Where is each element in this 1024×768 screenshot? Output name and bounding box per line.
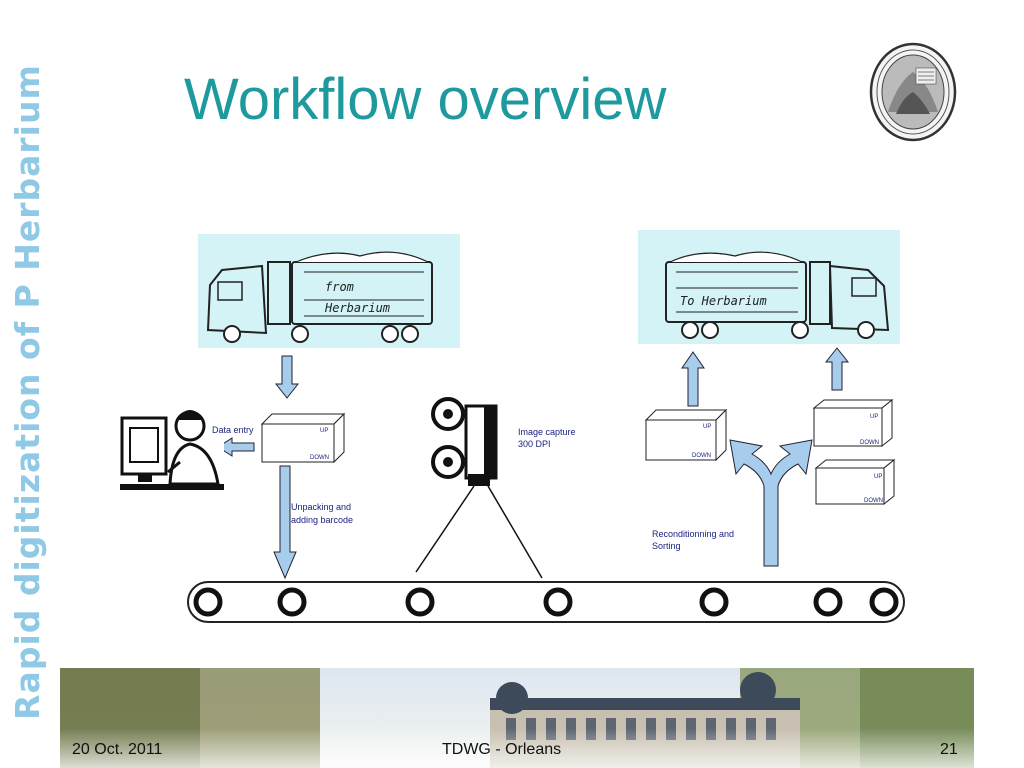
unpacking-label-2: adding barcode xyxy=(291,515,353,525)
footer-museum-photo xyxy=(60,668,974,768)
image-capture-label-1: Image capture xyxy=(518,427,576,437)
image-capture-device xyxy=(415,397,543,579)
conveyor-belt xyxy=(187,581,905,623)
footer-event: TDWG - Orleans xyxy=(442,741,562,758)
museum-seal-logo xyxy=(869,42,957,142)
arrow-up-left-truck xyxy=(681,351,705,407)
slide-title: Workflow overview xyxy=(184,67,667,132)
svg-text:UP: UP xyxy=(703,424,711,430)
svg-text:UP: UP xyxy=(874,474,882,480)
svg-text:DOWN: DOWN xyxy=(692,453,711,459)
arrow-up-right-truck xyxy=(824,347,850,391)
recond-label-2: Sorting xyxy=(652,541,681,551)
arrow-down-truck xyxy=(274,355,300,399)
svg-text:DOWN: DOWN xyxy=(864,498,883,504)
svg-text:DOWN: DOWN xyxy=(860,440,879,446)
data-entry-label: Data entry xyxy=(212,425,254,435)
svg-text:UP: UP xyxy=(320,428,328,434)
svg-text:DOWN: DOWN xyxy=(310,455,329,461)
person-at-computer xyxy=(118,396,224,496)
truck-right-label: To Herbarium xyxy=(680,294,767,308)
truck-to-herbarium: To Herbarium xyxy=(638,230,900,344)
svg-text:UP: UP xyxy=(870,414,878,420)
box-sorting-left: UP DOWN xyxy=(644,408,728,462)
box-sorting-right-top: UP DOWN xyxy=(812,398,894,448)
recond-label-1: Reconditionning and xyxy=(652,529,734,539)
footer-date: 20 Oct. 2011 xyxy=(72,741,163,758)
box-sorting-right-bottom: UP DOWN xyxy=(814,458,896,506)
box-unpacking: UP DOWN xyxy=(260,412,346,464)
unpacking-label-1: Unpacking and xyxy=(291,502,351,512)
sorting-fork-arrow xyxy=(729,439,813,567)
truck-from-herbarium: from Herbarium xyxy=(198,234,460,348)
footer-page-number: 21 xyxy=(940,741,958,758)
arrow-left-data-entry xyxy=(217,437,255,457)
truck-left-label-2: Herbarium xyxy=(324,301,390,315)
image-capture-label-2: 300 DPI xyxy=(518,439,551,449)
truck-left-label-1: from xyxy=(325,280,354,294)
arrow-down-conveyor xyxy=(273,465,297,580)
